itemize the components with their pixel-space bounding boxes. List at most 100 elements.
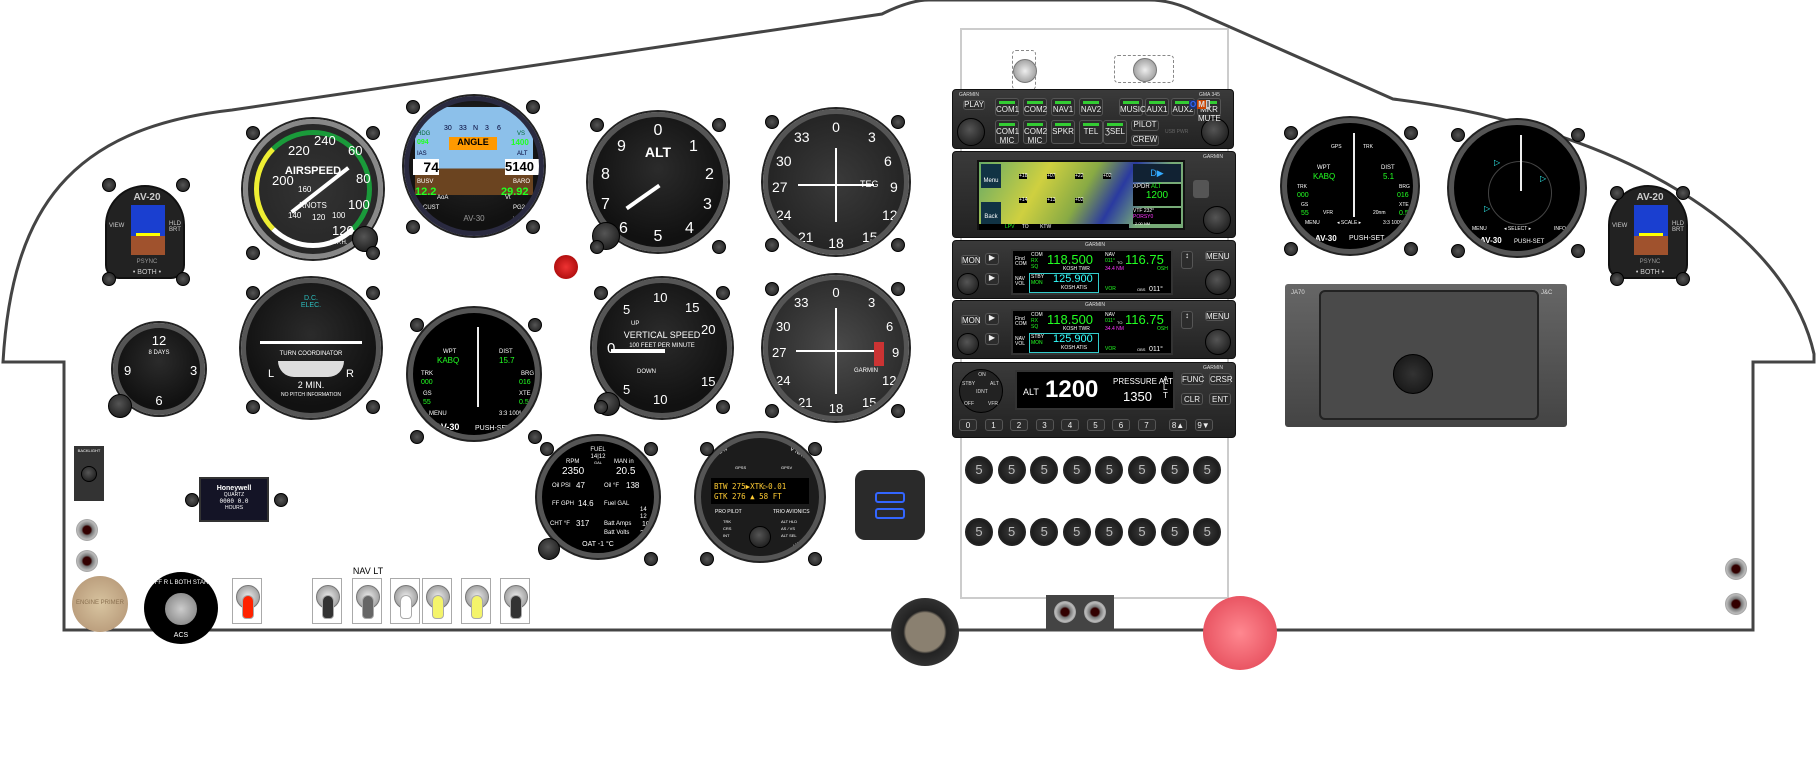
code-key[interactable]: 3: [1035, 419, 1054, 431]
code-key[interactable]: 2: [1010, 419, 1028, 431]
home-button[interactable]: [1193, 180, 1209, 198]
menu-softkey[interactable]: MENU: [1472, 226, 1487, 232]
hld-brt-button[interactable]: HLD BRT: [513, 216, 535, 222]
play-button[interactable]: ▶: [985, 273, 999, 285]
crsr-button[interactable]: CRSR: [1209, 373, 1233, 385]
headset-jack[interactable]: [76, 550, 98, 572]
gtn-knob[interactable]: [1203, 206, 1231, 234]
usb-port[interactable]: [875, 492, 905, 503]
on-mode[interactable]: ON: [978, 372, 986, 378]
audio-button[interactable]: TEL: [1079, 120, 1103, 144]
toggle-switch[interactable]: NAV LT: [352, 567, 383, 624]
hld-brt-button[interactable]: HLD BRT: [1393, 234, 1411, 239]
backlight-dimmer[interactable]: BACKLIGHT: [74, 446, 104, 501]
mode-ring[interactable]: ON ALT STBY OFF VFR IDNT: [959, 369, 1003, 413]
toggle-switch-top-left[interactable]: [1012, 50, 1037, 90]
audio-button[interactable]: NAV2: [1079, 98, 1103, 116]
audio-button[interactable]: COM2 MIC: [1023, 120, 1047, 145]
trk-mode[interactable]: TRK: [723, 519, 731, 524]
circuit-breaker[interactable]: 5: [1160, 456, 1189, 484]
right-av20-attitude[interactable]: AV-20 VIEW HLD BRT PSYNC • BOTH •: [1608, 185, 1688, 279]
menu-button[interactable]: Menu: [981, 164, 1001, 188]
glovebox-latch[interactable]: [1393, 354, 1433, 394]
clr-button[interactable]: CLR: [1181, 393, 1203, 405]
audio-button[interactable]: NAV1: [1051, 98, 1075, 116]
tuning-knob[interactable]: [1205, 269, 1231, 295]
swap-button[interactable]: ↕: [1181, 251, 1193, 269]
audio-button[interactable]: COM1 MIC: [995, 120, 1019, 145]
off-mode[interactable]: OFF: [964, 401, 974, 407]
crew-button[interactable]: CREW: [1131, 135, 1159, 146]
circuit-breaker[interactable]: 5: [997, 456, 1026, 484]
audio-button[interactable]: COM1: [995, 98, 1019, 116]
engine-primer[interactable]: ENGINE PRIMER: [72, 576, 128, 632]
circuit-breaker[interactable]: 5: [965, 518, 993, 546]
toggle-switch[interactable]: [312, 578, 342, 624]
circuit-breaker[interactable]: 5: [1128, 518, 1156, 546]
scale-softkey[interactable]: ◂ SCALE ▸: [1337, 220, 1362, 226]
jack-right[interactable]: [1725, 558, 1747, 580]
aux-jack[interactable]: [1054, 601, 1076, 623]
int-mode[interactable]: INT: [723, 533, 730, 538]
view-button[interactable]: VIEW: [1612, 223, 1628, 229]
crs-mode[interactable]: CRS: [723, 526, 732, 531]
audio-button[interactable]: COM2: [1023, 98, 1047, 116]
circuit-breaker[interactable]: 5: [1095, 456, 1124, 484]
toggle-switch[interactable]: [232, 578, 262, 624]
circuit-breaker[interactable]: 5: [1062, 456, 1091, 484]
jack-right[interactable]: [1725, 593, 1747, 615]
view-button[interactable]: VIEW: [109, 223, 125, 229]
audio-button[interactable]: AUX1: [1145, 98, 1169, 116]
ignition-switch[interactable]: OFF R L BOTH START ACS: [144, 572, 218, 644]
cust-softkey[interactable]: CUST: [423, 205, 440, 211]
copilot-volume-knob[interactable]: [1201, 118, 1229, 146]
audio-button[interactable]: MUSIC: [1119, 98, 1146, 116]
code-key[interactable]: 8▲: [1169, 419, 1187, 431]
circuit-breaker[interactable]: 5: [1095, 518, 1124, 546]
toggle-switch[interactable]: [461, 578, 491, 624]
direct-to-button[interactable]: D▶: [1133, 164, 1181, 182]
circuit-breaker[interactable]: 5: [1193, 518, 1222, 546]
code-key[interactable]: 4: [1061, 419, 1079, 431]
vfr-mode[interactable]: VFR: [988, 401, 998, 407]
code-key[interactable]: 0: [959, 419, 977, 431]
circuit-breaker[interactable]: 5: [965, 456, 993, 484]
menu-softkey[interactable]: MENU: [1305, 220, 1320, 226]
aux-jack[interactable]: [1084, 601, 1106, 623]
ignition-key[interactable]: [164, 592, 198, 626]
toggle-switch[interactable]: [422, 578, 452, 624]
alt-hld-mode[interactable]: ALT HLD: [781, 519, 798, 524]
ems-knob[interactable]: [538, 538, 560, 560]
code-key[interactable]: 5: [1086, 419, 1105, 431]
circuit-breaker[interactable]: 5: [1128, 456, 1156, 484]
menu-softkey[interactable]: MENU: [429, 411, 447, 417]
flight-plan-button[interactable]: VTF 232°PORSY0: [1133, 208, 1181, 224]
back-button[interactable]: Back: [981, 202, 1001, 224]
hld-brt-button[interactable]: HLD BRT: [1558, 236, 1576, 241]
as-vs-mode[interactable]: AS / VS: [781, 526, 796, 531]
ident-button[interactable]: IDNT: [976, 389, 988, 395]
toggle-switch[interactable]: [500, 578, 530, 624]
circuit-breaker[interactable]: 5: [1062, 518, 1091, 546]
circuit-breaker[interactable]: 5: [1030, 456, 1059, 484]
toggle-switch[interactable]: [390, 578, 420, 624]
headset-jack[interactable]: [76, 519, 98, 541]
play-button[interactable]: ▶: [985, 313, 999, 325]
red-pull-knob[interactable]: [1203, 596, 1277, 670]
play-button[interactable]: ▶: [985, 253, 999, 265]
ent-button[interactable]: ENT: [1209, 393, 1231, 405]
volume-knob[interactable]: [957, 273, 979, 295]
circuit-breaker[interactable]: 5: [1193, 456, 1222, 484]
menu-button[interactable]: MENU: [1205, 311, 1230, 321]
left-av20-attitude[interactable]: AV-20 VIEW HLD BRT PSYNC • BOTH •: [105, 185, 185, 279]
gpss-button[interactable]: GPSS: [735, 465, 747, 470]
autopilot-knob[interactable]: [749, 526, 771, 548]
red-warning-light[interactable]: [554, 255, 578, 279]
func-button[interactable]: FUNC: [1181, 373, 1205, 385]
code-key[interactable]: 7: [1137, 419, 1156, 431]
standby-box[interactable]: [1029, 273, 1099, 293]
dimmer-knob[interactable]: [81, 466, 97, 482]
select-softkey[interactable]: ◂ SELECT ▸: [1504, 226, 1532, 232]
circuit-breaker[interactable]: 5: [1030, 518, 1059, 546]
